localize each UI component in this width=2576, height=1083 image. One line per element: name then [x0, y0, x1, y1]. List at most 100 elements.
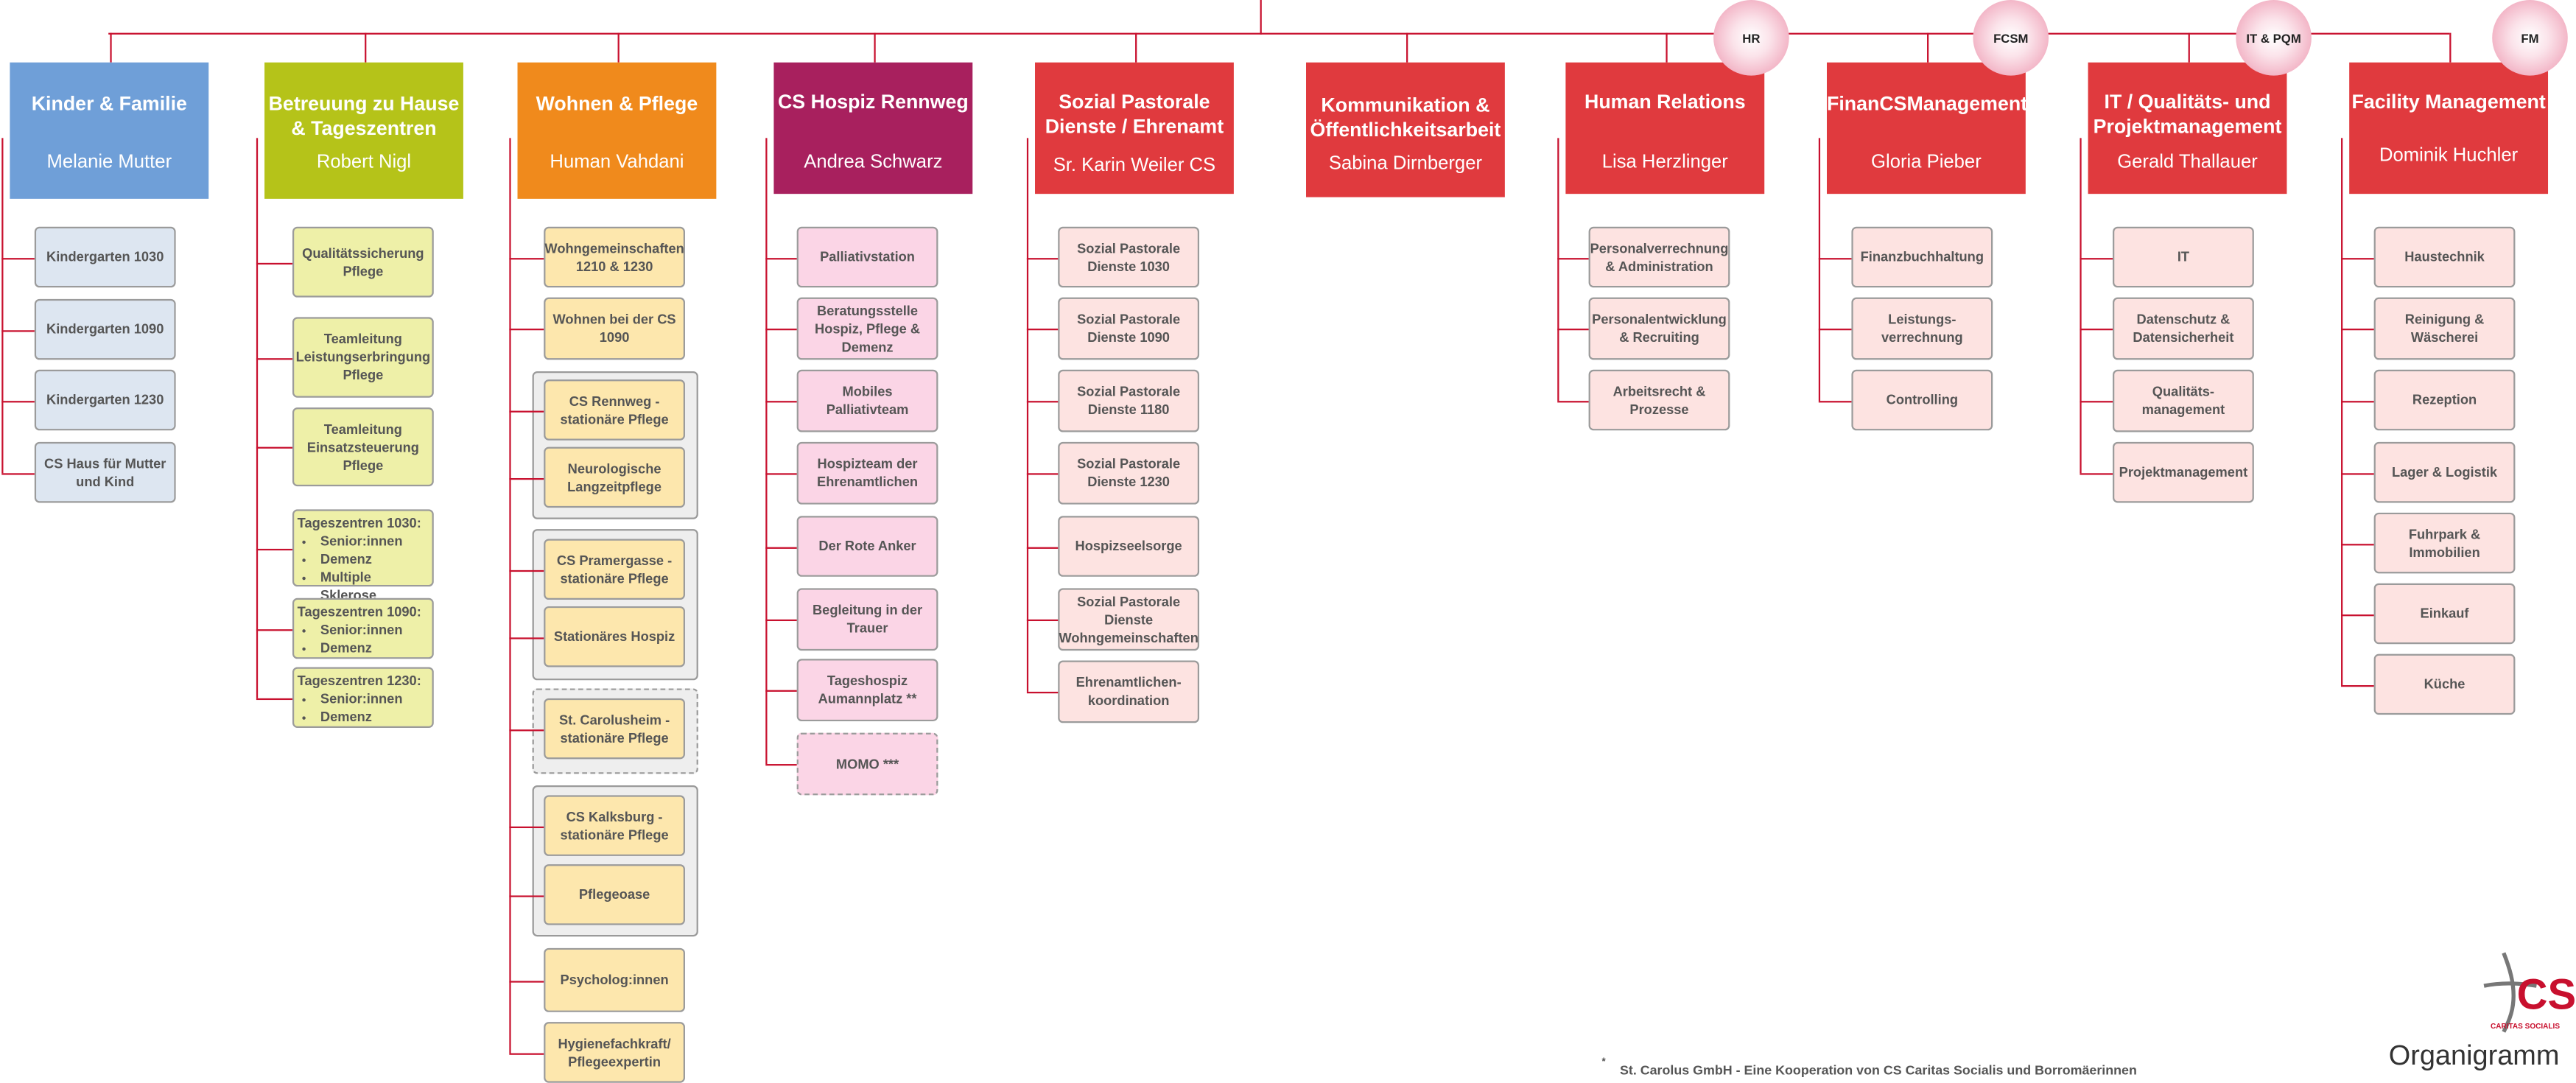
- child-connector: [509, 981, 544, 984]
- department-connector: [2449, 32, 2452, 63]
- unit-box: Stationäres Hospiz: [544, 606, 685, 667]
- child-connector: [1818, 401, 1852, 403]
- child-connector: [509, 729, 544, 732]
- day-center-list-item: Senior:innen: [320, 533, 429, 551]
- child-connector: [509, 826, 544, 829]
- department-connector: [1406, 32, 1408, 63]
- child-connector: [2341, 329, 2374, 331]
- unit-box: Datenschutz & Datensicherheit: [2113, 297, 2254, 360]
- child-trunk: [1818, 138, 1821, 401]
- department-head-name: Andrea Schwarz: [804, 153, 943, 173]
- child-connector: [509, 258, 544, 260]
- unit-box: Arbeitsrecht & Prozesse: [1588, 369, 1730, 431]
- child-connector: [256, 548, 292, 551]
- day-center-box: Tageszentren 1030: Senior:innenDemenzMult…: [292, 509, 434, 603]
- child-trunk: [509, 138, 512, 1053]
- day-center-list: Senior:innenDemenzMultiple Sklerose: [298, 533, 429, 605]
- unit-box: Ehrenamtlichen-koordination: [1058, 660, 1200, 723]
- unit-box: Hygienefachkraft/ Pflegeexpertin: [544, 1022, 685, 1083]
- child-connector: [256, 629, 292, 631]
- department-head-name: Melanie Mutter: [46, 153, 172, 173]
- unit-box: IT: [2113, 226, 2254, 288]
- unit-box: Küche: [2373, 653, 2516, 715]
- cross-logo-icon: [2483, 952, 2537, 1033]
- child-connector: [1, 258, 35, 260]
- child-connector: [1, 330, 35, 332]
- page-title: Organigramm: [2388, 1040, 2560, 1072]
- unit-box: Haustechnik: [2373, 226, 2516, 288]
- department-head-name: Gerald Thallauer: [2117, 153, 2258, 173]
- child-connector: [509, 637, 544, 639]
- unit-box: Qualitätssicherung Pflege: [292, 226, 434, 298]
- department-title: Wohnen & Pflege: [536, 91, 698, 116]
- child-trunk: [1, 138, 4, 473]
- child-connector: [2080, 473, 2113, 475]
- child-connector: [2080, 258, 2113, 260]
- department-title: IT / Qualitäts- und Projektmanagement: [2093, 90, 2282, 139]
- child-connector: [2341, 401, 2374, 403]
- department-head-name: Lisa Herzlinger: [1601, 153, 1728, 173]
- unit-box: Tageshospiz Aumannplatz **: [796, 659, 938, 722]
- child-connector: [2341, 473, 2374, 475]
- department-title: Kommunikation & Öffentlichkeitsarbeit: [1310, 94, 1501, 141]
- unit-box: Personalverrechnung & Administration: [1588, 226, 1730, 288]
- department-badge: HR: [1713, 0, 1789, 76]
- unit-box: CS Pramergasse - stationäre Pflege: [544, 539, 685, 600]
- child-connector: [1557, 258, 1589, 260]
- unit-box: Controlling: [1851, 369, 1993, 431]
- footnote-mark: *: [1601, 1058, 1606, 1068]
- logo-caption: CARITAS SOCIALIS: [2490, 1022, 2561, 1031]
- unit-box: Sozial Pastorale Dienste Wohngemeinschaf…: [1058, 588, 1200, 651]
- child-connector: [765, 764, 797, 766]
- day-center-heading: Tageszentren 1230:: [297, 673, 421, 689]
- unit-box: Wohngemeinschaften 1210 & 1230: [544, 226, 685, 288]
- logo-letters: CS: [2516, 969, 2576, 1019]
- child-connector: [1557, 401, 1589, 403]
- child-connector: [256, 446, 292, 449]
- child-connector: [509, 569, 544, 572]
- unit-box: MOMO ***: [796, 732, 938, 796]
- department-badge: FM: [2492, 0, 2568, 76]
- child-connector: [256, 358, 292, 360]
- child-connector: [1, 401, 35, 403]
- child-connector: [765, 329, 797, 331]
- unit-box: Begleitung in der Trauer: [796, 588, 938, 651]
- root-connector: [1260, 0, 1263, 35]
- unit-box: Lager & Logistik: [2373, 441, 2516, 503]
- child-trunk: [1026, 138, 1029, 692]
- day-center-list-item: Demenz: [320, 639, 403, 658]
- child-connector: [2080, 329, 2113, 331]
- child-connector: [765, 401, 797, 403]
- footnote: St. Carolus GmbH - Eine Kooperation von …: [1619, 1062, 2137, 1079]
- day-center-list: Senior:innenDemenz: [298, 690, 403, 726]
- unit-box: Reinigung & Wäscherei: [2373, 297, 2516, 360]
- unit-box: Wohnen bei der CS 1090: [544, 297, 685, 360]
- department-head-name: Sabina Dirnberger: [1328, 154, 1483, 175]
- department-connector: [1135, 32, 1137, 63]
- child-connector: [1026, 547, 1059, 550]
- unit-box: Sozial Pastorale Dienste 1230: [1058, 441, 1200, 505]
- day-center-box: Tageszentren 1090:Senior:innenDemenz: [292, 597, 434, 659]
- department-head-name: Dominik Huchler: [2379, 146, 2519, 167]
- unit-box: Der Rote Anker: [796, 516, 938, 577]
- unit-box: Psycholog:innen: [544, 947, 685, 1012]
- day-center-list-item: Senior:innen: [320, 621, 403, 639]
- department-connector: [617, 32, 620, 63]
- child-connector: [1026, 473, 1059, 475]
- unit-box: CS Haus für Mutter und Kind: [34, 441, 176, 503]
- child-connector: [256, 698, 292, 701]
- department-title: FinanCSManagement: [1826, 91, 2028, 116]
- department-connector: [1927, 32, 1929, 63]
- department-title: Human Relations: [1584, 90, 1746, 113]
- child-connector: [765, 547, 797, 550]
- unit-box: Palliativstation: [796, 226, 938, 288]
- day-center-heading: Tageszentren 1030:: [297, 516, 421, 531]
- child-connector: [2341, 684, 2374, 687]
- department-title: CS Hospiz Rennweg: [777, 90, 969, 113]
